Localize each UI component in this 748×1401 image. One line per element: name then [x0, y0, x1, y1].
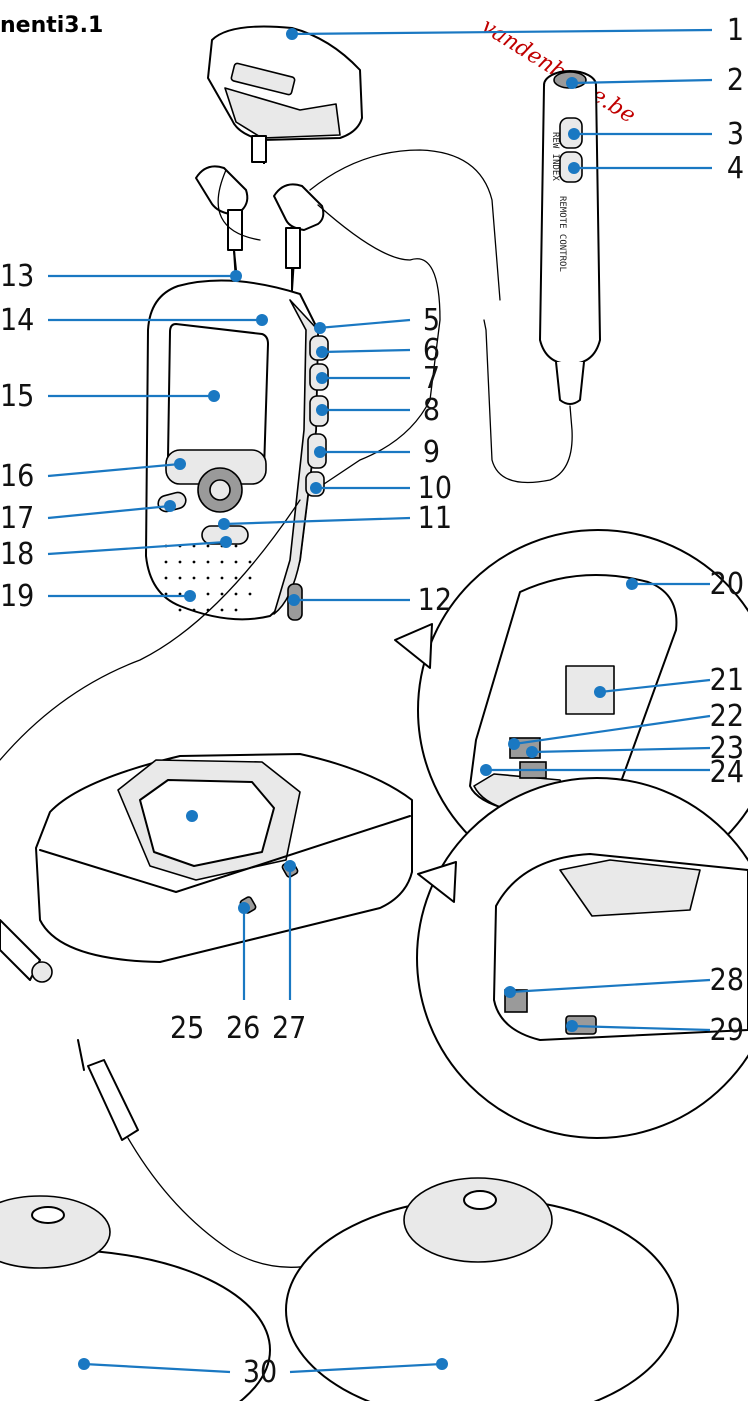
callout-21: 21	[710, 663, 744, 698]
callout-7: 7	[423, 361, 440, 396]
remote-body-label: REMOTE CONTROL	[557, 196, 567, 272]
callout-13: 13	[0, 259, 34, 294]
callout-28: 28	[710, 963, 744, 998]
callout-24: 24	[710, 755, 744, 790]
callout-15: 15	[0, 379, 34, 414]
callout-11: 11	[418, 501, 452, 536]
callout-14: 14	[0, 303, 34, 338]
callout-12: 12	[418, 583, 452, 618]
adapter-accessory	[207, 25, 363, 164]
section-heading: nenti3.1	[0, 13, 103, 38]
callout-2: 2	[727, 63, 744, 98]
callout-18: 18	[0, 537, 34, 572]
callout-6: 6	[423, 333, 440, 368]
callout-numbers: 1 2 3 4 5 6 7 8 9 10 11 12 13 14 15 16 1…	[0, 13, 744, 1390]
callout-19: 19	[0, 579, 34, 614]
callout-leaders	[47, 28, 713, 1374]
callout-10: 10	[418, 471, 452, 506]
stereo-plugs	[195, 149, 501, 501]
callout-30: 30	[243, 1355, 277, 1390]
callout-8: 8	[423, 393, 440, 428]
callout-23: 23	[710, 731, 744, 766]
remote-switch-label: REW INDEX	[550, 132, 560, 181]
callout-4: 4	[727, 151, 744, 186]
callout-27: 27	[272, 1011, 306, 1046]
remote-control: REW INDEX REMOTE CONTROL	[483, 70, 601, 484]
callout-26: 26	[226, 1011, 260, 1046]
callout-9: 9	[423, 435, 440, 470]
callout-29: 29	[710, 1013, 744, 1048]
dock-rear-detail	[416, 777, 748, 1139]
callout-5: 5	[423, 303, 440, 338]
callout-3: 3	[727, 117, 744, 152]
callout-25: 25	[170, 1011, 204, 1046]
dictation-device	[0, 279, 329, 761]
callout-22: 22	[710, 699, 744, 734]
callout-16: 16	[0, 459, 34, 494]
conference-microphones	[0, 1177, 679, 1401]
docking-station	[35, 753, 413, 963]
callout-20: 20	[710, 567, 744, 602]
callout-1: 1	[727, 13, 744, 48]
callout-17: 17	[0, 501, 34, 536]
